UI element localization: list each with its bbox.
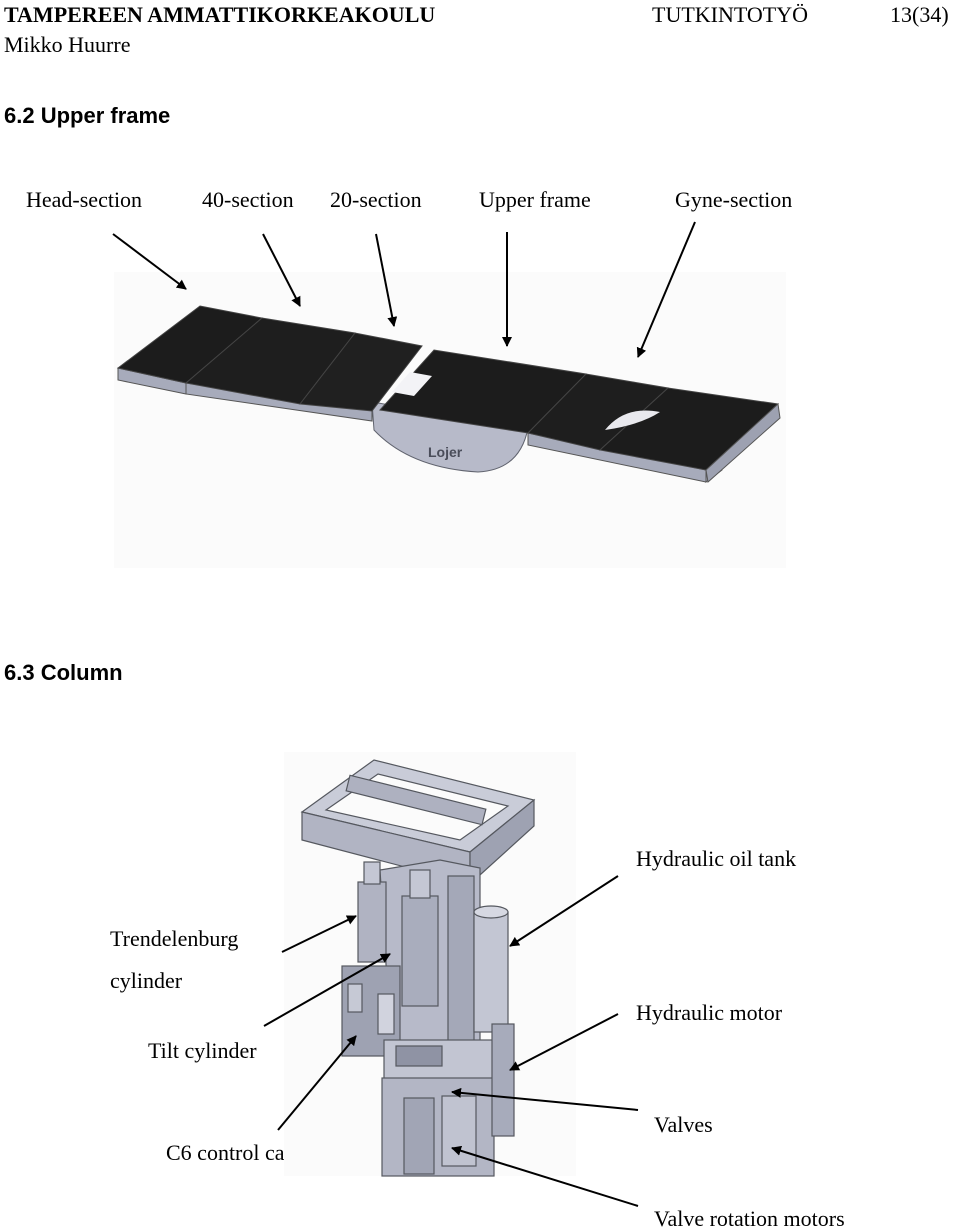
label-hydraulic-motor: Hydraulic motor xyxy=(636,1000,783,1025)
column-top-frame xyxy=(300,759,536,886)
label-upper-frame: Upper frame xyxy=(479,187,591,212)
header-author: Mikko Huurre xyxy=(4,32,131,57)
arrow-head-section xyxy=(112,233,187,290)
frame-slot xyxy=(392,372,432,396)
arrow-gyne-section xyxy=(636,221,696,358)
label-gyne-section: Gyne-section xyxy=(675,187,793,212)
arrow-valves xyxy=(451,1087,639,1111)
arrow-trendelenburg-cylinder xyxy=(281,915,357,953)
label-40-section: 40-section xyxy=(202,187,294,212)
label-c6-control-card: C6 control card xyxy=(166,1140,303,1165)
arrow-40-section xyxy=(262,233,301,307)
pedestal-plate xyxy=(371,401,529,473)
label-tilt-cylinder: Tilt cylinder xyxy=(148,1038,257,1063)
arrow-tilt-cylinder xyxy=(263,953,391,1027)
brand-logo: Lojer xyxy=(428,444,463,460)
label-valves: Valves xyxy=(654,1112,713,1137)
gyne-cutout xyxy=(605,410,660,430)
header-page-number: 13(34) xyxy=(890,2,949,27)
label-hydraulic-oil-tank: Hydraulic oil tank xyxy=(636,846,797,871)
frame-end-rail xyxy=(705,402,781,483)
upper-frame-drawing: Lojer xyxy=(112,221,781,483)
arrow-hydraulic-oil-tank xyxy=(509,875,619,947)
section-heading-column: 6.3 Column xyxy=(4,660,123,685)
arrow-valve-rotation-motors xyxy=(451,1145,639,1207)
section-heading-upper-frame: 6.2 Upper frame xyxy=(4,103,171,128)
arrow-hydraulic-motor xyxy=(509,1013,619,1071)
label-20-section: 20-section xyxy=(330,187,422,212)
header-school: TAMPEREEN AMMATTIKORKEAKOULU xyxy=(4,2,436,27)
label-trendelenburg-cylinder: cylinder xyxy=(110,968,183,993)
column-body xyxy=(341,859,515,1177)
column-figure-background xyxy=(284,752,576,1176)
label-valve-rotation-motors: Valve rotation motors xyxy=(654,1206,845,1231)
panel-20-section xyxy=(299,332,423,412)
arrow-c6-control-card xyxy=(277,1035,357,1131)
label-trendelenburg: Trendelenburg xyxy=(110,926,239,951)
arrow-20-section xyxy=(375,233,398,327)
header-doc-type: TUTKINTOTYÖ xyxy=(652,2,809,27)
label-head-section: Head-section xyxy=(26,187,143,212)
